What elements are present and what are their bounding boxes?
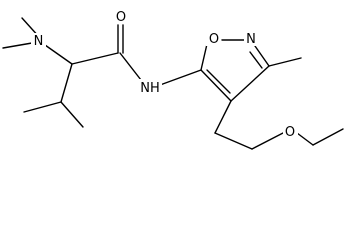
bond-nme-left-methyl — [2, 42, 33, 49]
bond-lines — [2, 17, 344, 150]
bond-ring-n-c3 — [254, 45, 270, 67]
bond-ring-c5-o — [200, 43, 208, 71]
bond-c4-ch2 — [214, 100, 232, 134]
bond-ring-n-c3-inner — [249, 51, 263, 69]
ring-n-label: N — [246, 32, 256, 47]
bond-ring-c3-c4 — [230, 65, 270, 102]
bond-ch-to-lower-methyl — [60, 101, 84, 128]
bond-carbonyl-to-nh — [119, 52, 142, 81]
bond-ch-to-left-methyl — [23, 101, 62, 113]
bond-ring-c4-c5 — [200, 69, 232, 102]
bond-ch2-ch2 — [214, 132, 253, 150]
bond-ethyl-ch3 — [312, 128, 344, 146]
carbonyl-o-label: O — [116, 10, 126, 25]
bond-nh-to-ring-c5 — [159, 69, 202, 86]
bond-ether-o-ch2 — [296, 132, 314, 146]
bond-ring-c4-c5-inner — [206, 69, 231, 94]
dimethylamino-n-label: N — [34, 34, 44, 49]
bond-n-to-alpha-c — [44, 44, 73, 65]
bond-c3-methyl — [268, 57, 302, 67]
bond-ch2-ether-o — [251, 132, 284, 150]
atom-labels: N O NH O N O — [31, 9, 298, 140]
amide-nh-label: NH — [140, 81, 160, 96]
ring-o-label: O — [209, 32, 219, 47]
bond-alpha-to-carbonyl-c — [71, 52, 119, 65]
structure-diagram: N O NH O N O — [2, 9, 344, 150]
ether-o-label: O — [285, 125, 295, 140]
bond-alpha-to-ch — [60, 63, 73, 103]
